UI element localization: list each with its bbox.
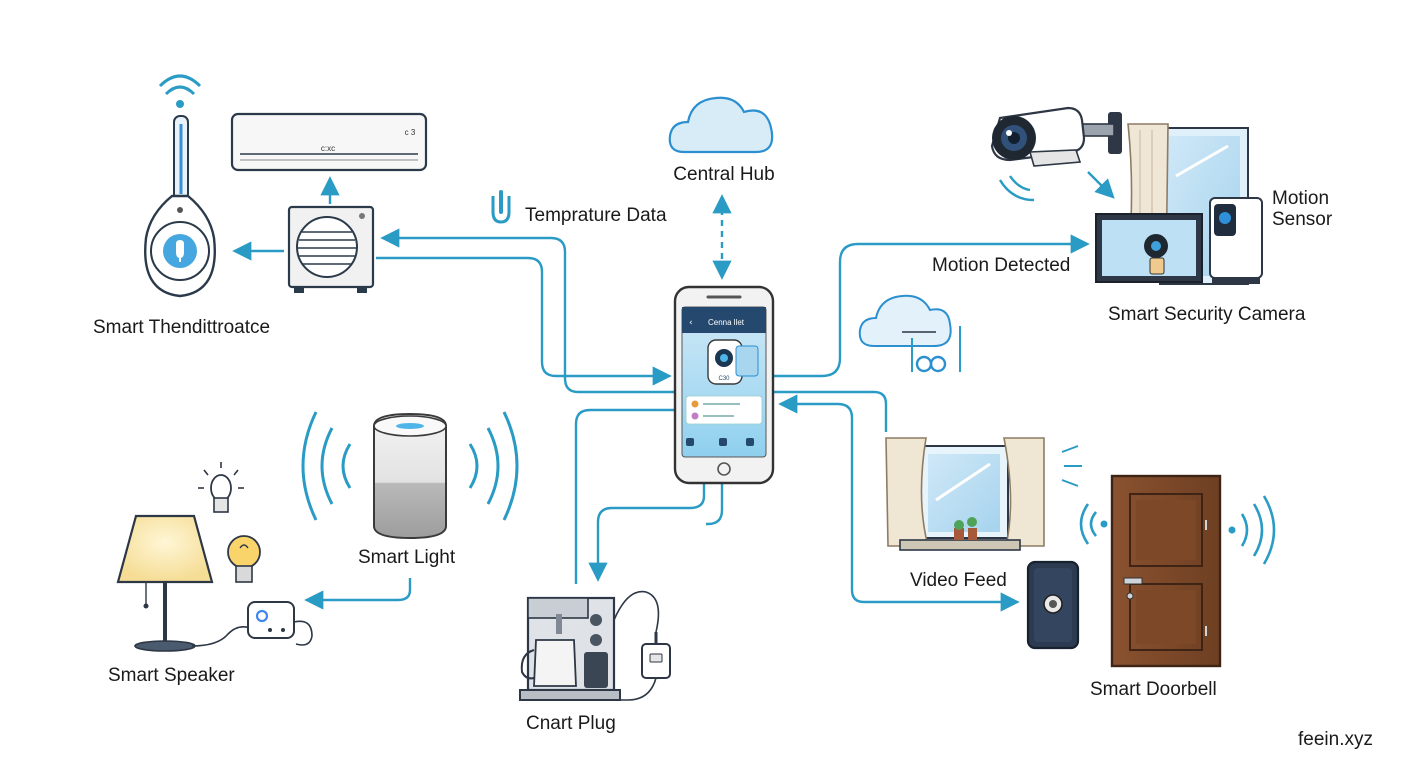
connectors — [232, 171, 1115, 612]
security-camera-icon — [990, 106, 1122, 202]
door-icon — [1110, 474, 1222, 668]
watermark-label: feein.xyz — [1298, 729, 1373, 750]
connector-camera-screen — [1087, 171, 1115, 199]
central-hub-label: Central Hub — [673, 164, 775, 185]
connector-phone-plug-c — [706, 484, 724, 526]
smart-plug-label: Cnart Plug — [526, 713, 616, 734]
window-icon — [885, 437, 1082, 551]
phone-app-title: Cenna llet — [708, 318, 745, 327]
connector-phone-window — [772, 390, 888, 432]
light-bulb-icon — [198, 462, 244, 513]
coffee-maker-icon — [519, 596, 621, 701]
light-bulb-icon — [227, 535, 261, 583]
motion-detected-label: Motion Detected — [932, 255, 1071, 276]
air-conditioner-icon — [230, 112, 428, 293]
lamp-icon — [116, 514, 251, 652]
video-feed-label: Video Feed — [910, 570, 1007, 591]
motion-sensor-label: Motion Sensor — [1272, 188, 1333, 230]
connector-ac-phone — [376, 256, 672, 386]
camera-monitor-icon — [1095, 213, 1203, 283]
smart-plug-icon — [613, 590, 671, 701]
cloud-sync-icon — [858, 294, 961, 373]
connector-doorbell-phone — [778, 394, 854, 470]
smart-plug-hub-icon — [247, 601, 313, 646]
connector-phone-camera — [772, 234, 1090, 378]
ac-model-text: c 3 — [405, 128, 416, 137]
connector-speaker-plug — [304, 578, 412, 610]
smartphone-icon — [673, 285, 775, 485]
temperature-data-label: Temprature Data — [525, 205, 667, 226]
smart-doorbell-label: Smart Doorbell — [1090, 679, 1217, 700]
connector-phone-plug-a — [574, 408, 676, 584]
ac-brand-text: c:xc — [321, 144, 335, 153]
microphone-icon — [491, 190, 511, 224]
smart-speaker-icon — [373, 412, 447, 540]
smart-thermostat-label: Smart Thendittroatce — [93, 317, 271, 338]
thermostat-icon — [144, 74, 216, 298]
phone-back-chevron-icon: ‹ — [689, 318, 693, 328]
connector-phone-ac — [380, 228, 676, 394]
speaker-sound-waves-icon — [301, 411, 519, 521]
doorbell-signal-icon — [1079, 495, 1276, 565]
connector-phone-doorbell — [850, 470, 1020, 612]
motion-sensor-icon — [1209, 197, 1263, 284]
smart-light-label: Smart Light — [358, 547, 456, 568]
central-hub-cloud-icon — [668, 96, 774, 154]
smart-speaker-label: Smart Speaker — [108, 665, 235, 686]
phone-camera-badge: C30 — [718, 376, 730, 382]
connector-phone-plug-b — [588, 484, 706, 582]
doorbell-icon — [1026, 560, 1080, 650]
smart-security-camera-label: Smart Security Camera — [1108, 304, 1306, 325]
